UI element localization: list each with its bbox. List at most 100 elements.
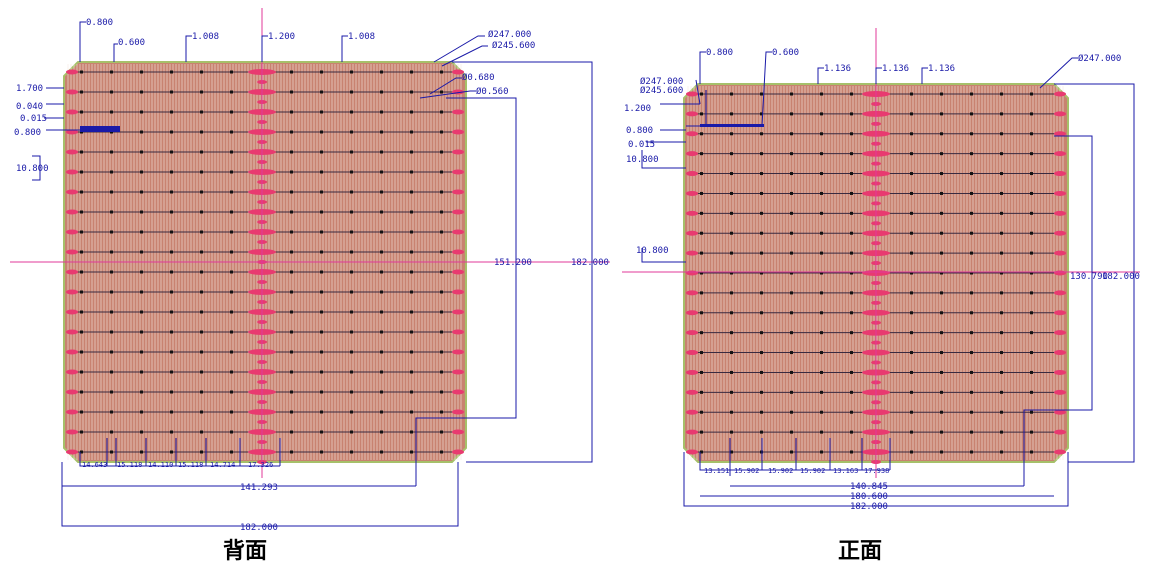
busbar-dot	[320, 130, 323, 134]
edge-pad-right	[452, 149, 464, 155]
busbar-dot	[760, 311, 763, 315]
busbar-dot	[1000, 172, 1003, 176]
busbar-dot	[760, 331, 763, 335]
busbar-dot	[410, 370, 413, 374]
busbar-dot	[320, 450, 323, 454]
busbar-dot	[170, 450, 173, 454]
front-dim-top-1136-c: 1.136	[928, 64, 955, 74]
busbar-dot	[320, 330, 323, 334]
busbar-dot	[730, 390, 733, 394]
busbar-dot	[200, 90, 203, 94]
busbar-dot	[380, 230, 383, 234]
busbar-dot	[850, 132, 853, 136]
busbar-dot	[320, 90, 323, 94]
busbar-dot	[1030, 191, 1033, 195]
busbar-dot	[110, 410, 113, 414]
busbar-dot	[350, 450, 353, 454]
busbar-dot	[380, 150, 383, 154]
busbar-dot	[230, 110, 233, 114]
back-dim-b2: 15.118	[117, 461, 142, 469]
busbar-dot	[350, 290, 353, 294]
edge-pad-right	[1054, 171, 1066, 177]
busbar-dot	[290, 70, 293, 74]
busbar-dot	[350, 250, 353, 254]
busbar-dot	[1030, 172, 1033, 176]
busbar-dot	[230, 430, 233, 434]
edge-pad-right	[1054, 230, 1066, 236]
busbar-dot	[140, 110, 143, 114]
front-thick-marker	[700, 124, 764, 127]
busbar-dot	[730, 430, 733, 434]
back-dim-left-1700: 1.700	[16, 84, 43, 94]
busbar-dot	[80, 210, 83, 214]
busbar-dot	[200, 170, 203, 174]
busbar-dot	[170, 130, 173, 134]
edge-pad-left	[686, 409, 698, 415]
back-pads	[66, 69, 464, 464]
busbar-dot	[440, 170, 443, 174]
busbar-dot	[290, 150, 293, 154]
edge-pad-right	[452, 129, 464, 135]
busbar-dot	[200, 370, 203, 374]
busbar-dot	[350, 270, 353, 274]
busbar-dot	[230, 150, 233, 154]
busbar-dot	[350, 390, 353, 394]
edge-pad-right	[1054, 91, 1066, 97]
busbar-dot	[170, 410, 173, 414]
busbar-dot	[790, 231, 793, 235]
front-dim-left-10800-a: 10.800	[626, 155, 659, 165]
busbar-dot	[910, 191, 913, 195]
busbar-dot	[970, 311, 973, 315]
front-dim-top-1136-b: 1.136	[882, 64, 909, 74]
front-dim-diam-247-left: Ø247.000	[640, 76, 683, 87]
busbar-dot	[200, 350, 203, 354]
edge-pad-right	[1054, 290, 1066, 296]
busbar-dot	[970, 231, 973, 235]
edge-pad-right	[452, 229, 464, 235]
busbar-dot	[1000, 291, 1003, 295]
busbar-dot	[790, 251, 793, 255]
busbar-dot	[290, 250, 293, 254]
busbar-dot	[350, 430, 353, 434]
front-dim-left-1200: 1.200	[624, 104, 651, 114]
edge-pad-left	[66, 209, 78, 215]
busbar-dot	[910, 211, 913, 215]
busbar-dot	[110, 170, 113, 174]
busbar-dot	[820, 112, 823, 116]
busbar-dot	[410, 170, 413, 174]
busbar-dot	[790, 331, 793, 335]
back-dim-b1: 14.643	[82, 461, 107, 469]
busbar-dot	[700, 331, 703, 335]
edge-pad-left	[66, 249, 78, 255]
back-dimension-lines	[32, 21, 593, 527]
busbar-dot	[940, 231, 943, 235]
busbar-dot	[170, 90, 173, 94]
back-dim-top-1200: 1.200	[268, 32, 295, 42]
busbar-dot	[440, 150, 443, 154]
front-dim-left-10800-b: 10.800	[636, 246, 669, 256]
busbar-dot	[140, 250, 143, 254]
busbar-dot	[440, 270, 443, 274]
edge-pad-right	[1054, 449, 1066, 455]
busbar-dot	[410, 250, 413, 254]
busbar-dot	[290, 190, 293, 194]
front-dim-left-0800: 0.800	[626, 126, 653, 136]
front-dim-right-130: 130.790	[1070, 272, 1108, 282]
busbar-dot	[140, 410, 143, 414]
edge-pad-right	[452, 109, 464, 115]
busbar-dot	[380, 450, 383, 454]
front-dim-top-1136-a: 1.136	[824, 64, 851, 74]
busbar-dot	[80, 350, 83, 354]
busbar-dot	[790, 92, 793, 96]
busbar-dot	[140, 70, 143, 74]
busbar-dot	[110, 290, 113, 294]
busbar-dot	[730, 152, 733, 156]
busbar-dot	[940, 370, 943, 374]
busbar-dot	[910, 430, 913, 434]
busbar-dot	[170, 330, 173, 334]
edge-pad-left	[66, 289, 78, 295]
busbar-dot	[850, 191, 853, 195]
busbar-dot	[380, 90, 383, 94]
busbar-dot	[140, 330, 143, 334]
busbar-dot	[110, 370, 113, 374]
